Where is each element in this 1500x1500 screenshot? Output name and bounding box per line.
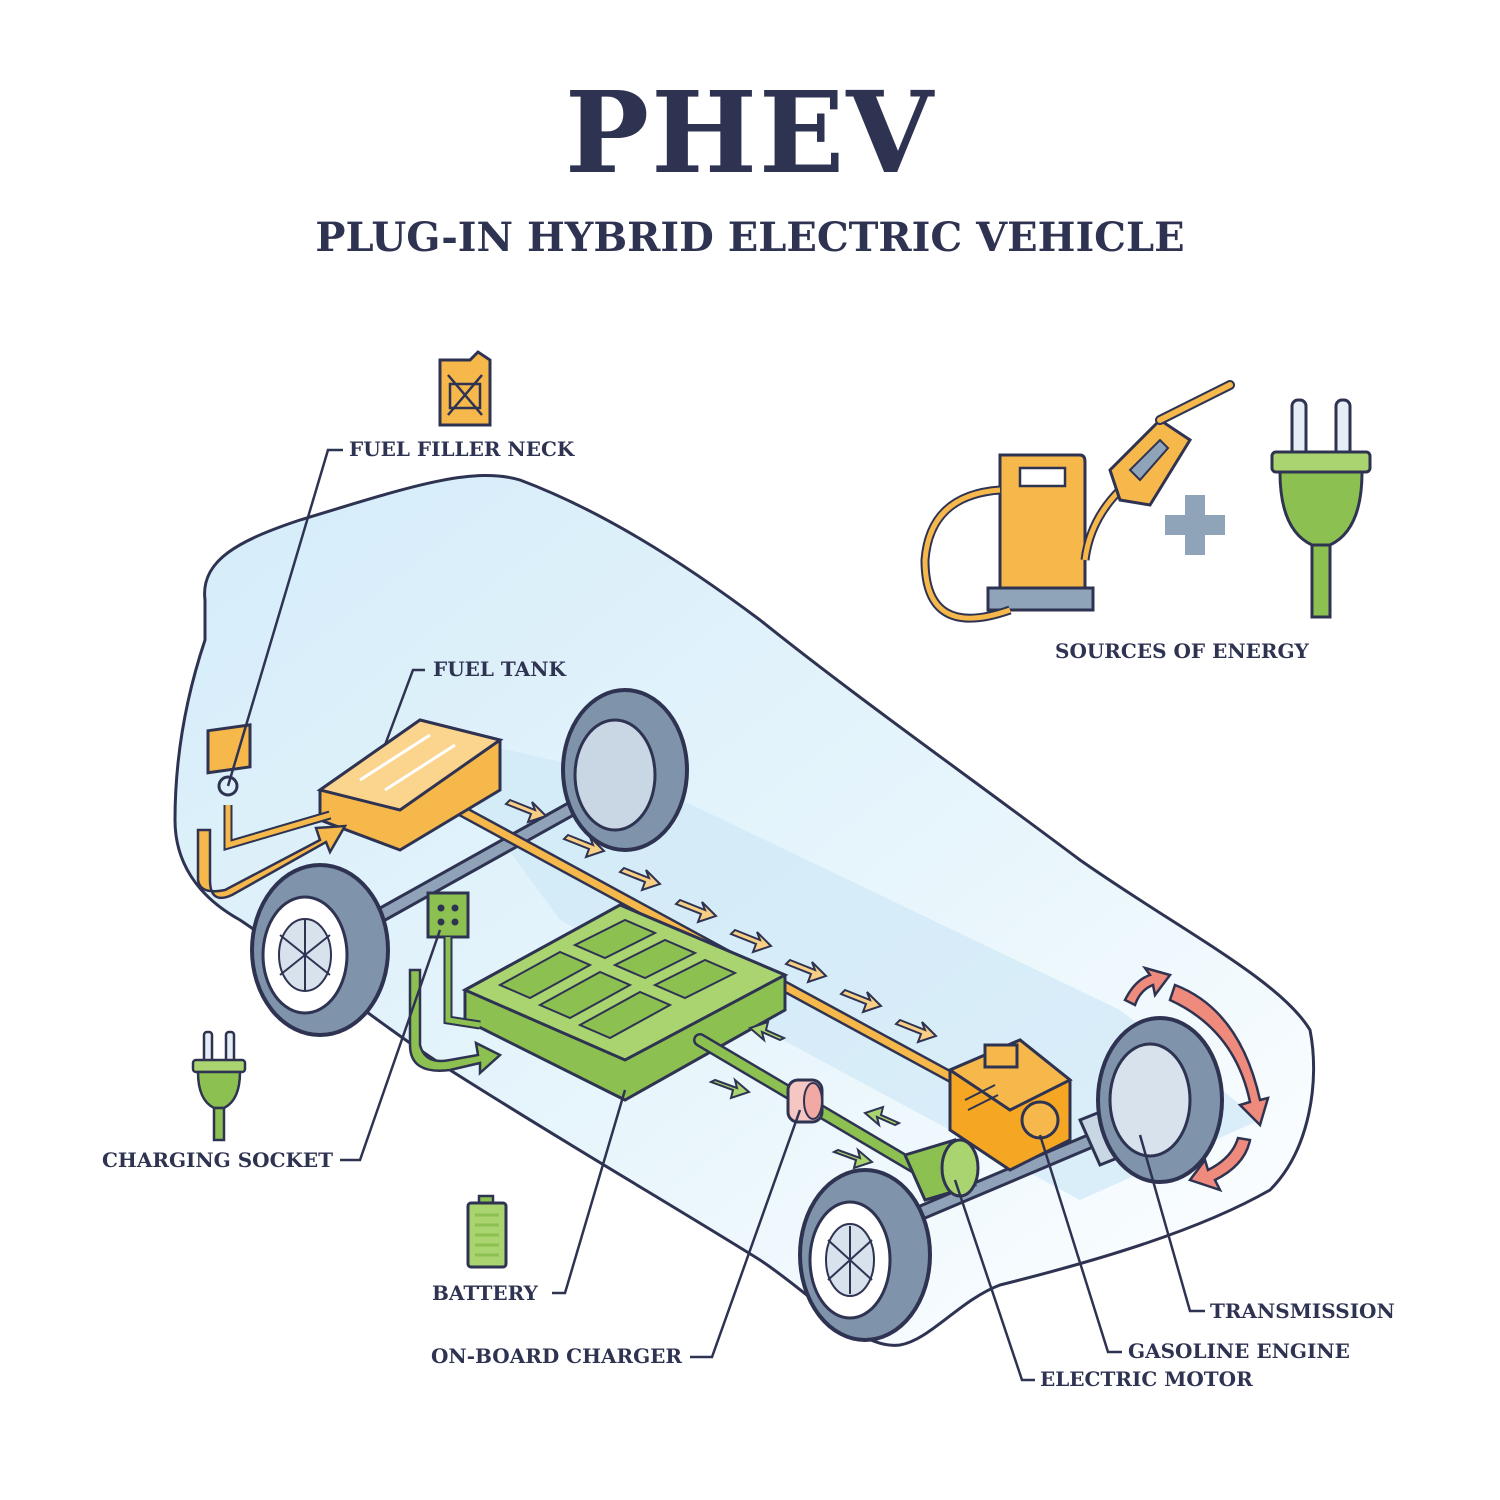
battery-icon [468, 1196, 506, 1267]
label-charging-socket: CHARGING SOCKET [102, 1150, 333, 1170]
label-electric-motor: ELECTRIC MOTOR [1040, 1369, 1253, 1389]
front-right-wheel [1098, 1018, 1222, 1182]
rear-right-wheel [563, 690, 687, 850]
plug-icon [1272, 400, 1370, 617]
label-gasoline-engine: GASOLINE ENGINE [1128, 1341, 1350, 1361]
label-transmission: TRANSMISSION [1210, 1301, 1395, 1321]
label-sources-of-energy: SOURCES OF ENERGY [1055, 641, 1309, 661]
charging-socket-box [428, 893, 468, 937]
on-board-charger [788, 1080, 822, 1122]
front-left-wheel [800, 1170, 930, 1340]
label-fuel-filler-neck: FUEL FILLER NECK [349, 439, 574, 459]
label-fuel-tank: FUEL TANK [433, 659, 566, 679]
fuel-can-icon [440, 352, 490, 425]
fuel-pump-icon [925, 385, 1230, 618]
label-battery: BATTERY [432, 1283, 538, 1303]
small-plug-icon [193, 1032, 245, 1140]
label-on-board-charger: ON-BOARD CHARGER [431, 1346, 682, 1366]
plus-icon [1165, 495, 1225, 555]
rear-left-wheel [252, 865, 388, 1035]
